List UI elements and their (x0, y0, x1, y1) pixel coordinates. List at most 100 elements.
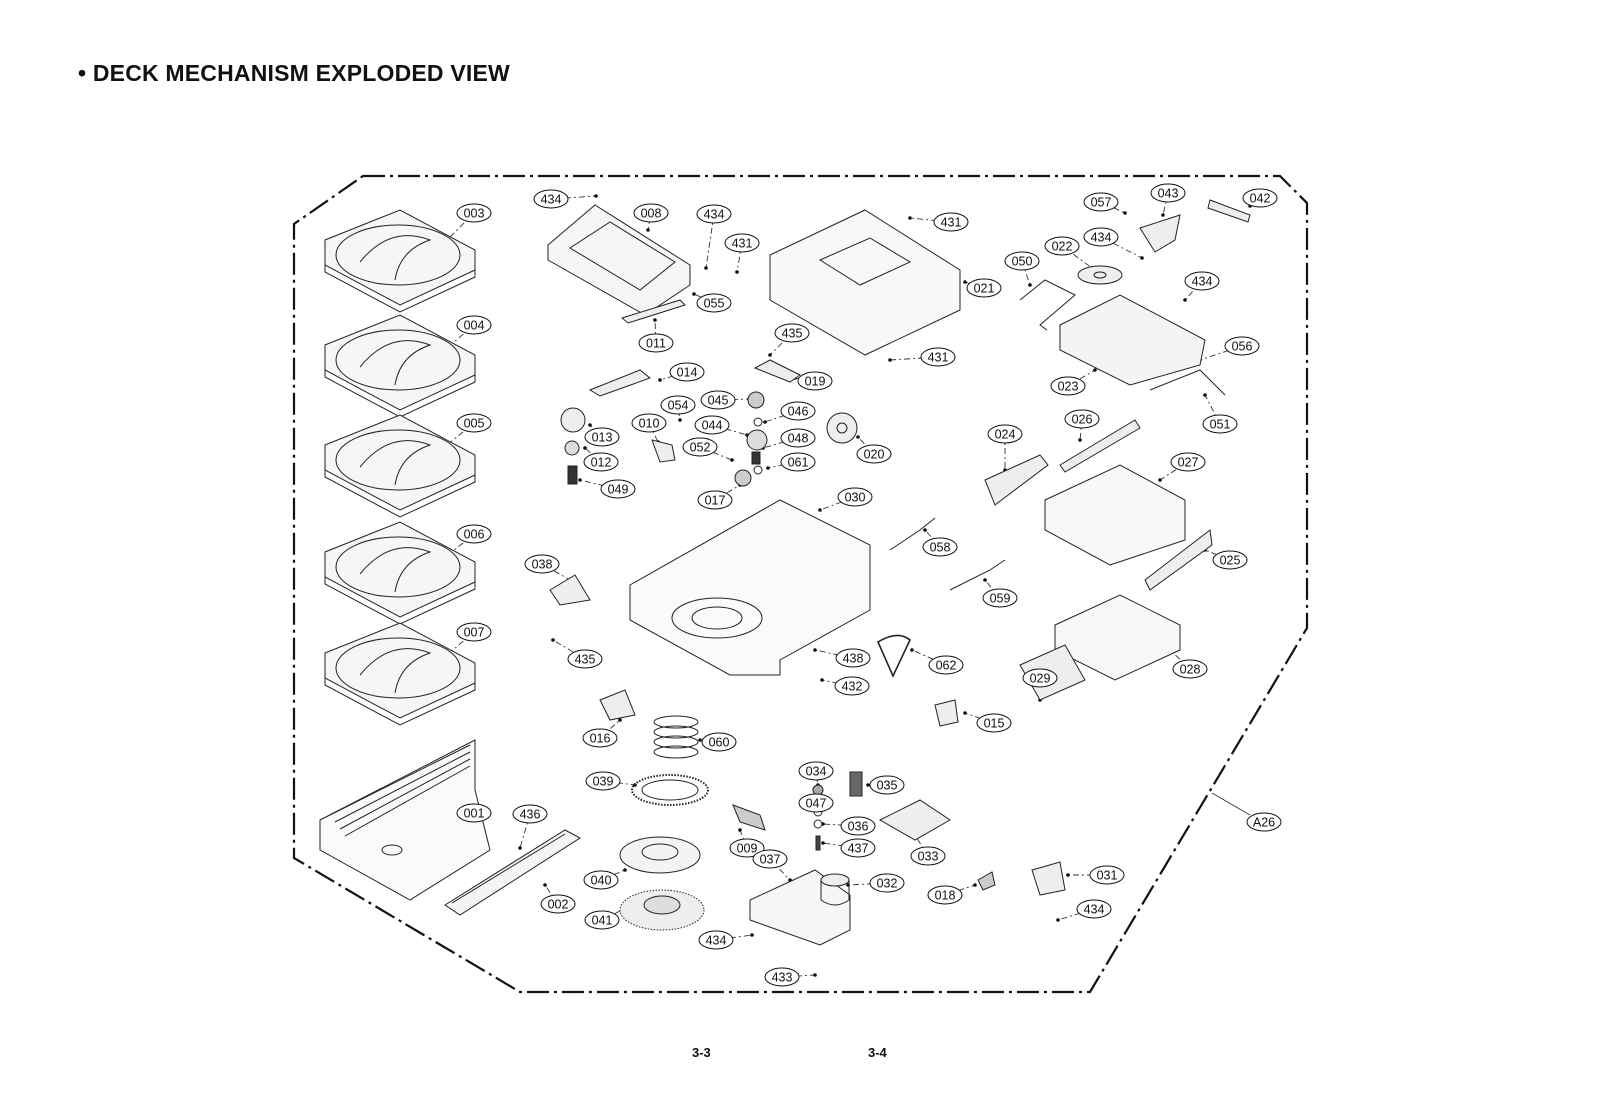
callout-label: 438 (843, 652, 864, 666)
callout-label: 434 (1192, 275, 1213, 289)
callout-036: 036 (840, 816, 876, 836)
callout-oval (729, 838, 765, 858)
callout-013: 013 (584, 427, 620, 447)
rack-026 (1059, 419, 1141, 473)
assembly-label: A26 (1253, 816, 1275, 830)
callout-007: 007 (456, 622, 492, 642)
leader-dot (813, 973, 817, 977)
callout-oval (701, 732, 737, 752)
callout-431: 431 (724, 233, 760, 253)
callout-label: 060 (709, 736, 730, 750)
callout-label: 025 (1220, 554, 1241, 568)
callout-oval (798, 793, 834, 813)
callout-label: 011 (646, 337, 666, 351)
pulley-020 (826, 412, 858, 444)
callout-label: 061 (788, 456, 809, 470)
leader-dot (730, 458, 734, 462)
callout-oval (697, 490, 733, 510)
cam-040 (619, 836, 701, 874)
callout-label: 054 (668, 399, 689, 413)
callout-044: 044 (694, 415, 730, 435)
callout-oval (583, 870, 619, 890)
leader-dot (1056, 918, 1060, 922)
callout-041: 041 (584, 910, 620, 930)
lever-016 (599, 689, 636, 721)
callout-027: 027 (1170, 452, 1206, 472)
callout-label: 034 (806, 765, 827, 779)
disc-tray-005 (324, 414, 476, 518)
leader-dot (1203, 393, 1207, 397)
leader-dot (821, 841, 825, 845)
callout-label: 436 (520, 808, 541, 822)
top-cover-021 (769, 209, 961, 356)
callout-434: 434 (696, 204, 732, 224)
callout-label: 431 (941, 216, 962, 230)
callout-021: 021 (966, 278, 1002, 298)
callout-label: 030 (845, 491, 866, 505)
callout-oval (1050, 376, 1086, 396)
leader-line (814, 649, 854, 659)
callout-035: 035 (869, 775, 905, 795)
callout-oval (1212, 550, 1248, 570)
disc-tray-003 (324, 209, 476, 313)
callout-oval (928, 655, 964, 675)
callout-061: 061 (780, 452, 816, 472)
callout-label: 435 (782, 327, 803, 341)
callout-oval (835, 648, 871, 668)
callout-oval (837, 487, 873, 507)
main-chassis-030 (629, 499, 871, 676)
washer-036 (813, 819, 823, 829)
callout-017: 017 (697, 490, 733, 510)
callout-label: 432 (842, 680, 863, 694)
callout-oval (856, 444, 892, 464)
leader-line (762, 437, 799, 449)
leader-line (711, 424, 748, 436)
callout-oval (456, 413, 492, 433)
callout-label: 032 (877, 877, 898, 891)
callout-432: 432 (834, 676, 870, 696)
callout-label: 016 (590, 732, 611, 746)
callout-049: 049 (600, 479, 636, 499)
page-number-right: 3-4 (868, 1045, 887, 1060)
leader-dot (588, 423, 592, 427)
washer-046 (753, 417, 763, 427)
traverse-023 (1059, 265, 1206, 386)
leader-dot (856, 435, 860, 439)
spring-wire-050 (1019, 279, 1076, 331)
leader-dot (678, 418, 682, 422)
assembly-label-group: A26 (1211, 792, 1282, 832)
callout-oval (582, 728, 618, 748)
callout-oval (869, 775, 905, 795)
leader-dot (738, 828, 742, 832)
gear-013 (560, 407, 586, 433)
leader-line (715, 934, 753, 941)
callout-oval (584, 427, 620, 447)
callout-label: 010 (639, 417, 660, 431)
callout-label: 017 (705, 494, 726, 508)
page-number-left: 3-3 (692, 1045, 711, 1060)
leader-dot (818, 508, 822, 512)
leader-line (847, 882, 888, 886)
callout-031: 031 (1089, 865, 1125, 885)
callout-oval (1022, 668, 1058, 688)
spring-049 (567, 465, 578, 485)
leader-dot (820, 678, 824, 682)
callout-oval (638, 333, 674, 353)
callout-label: 043 (1158, 187, 1179, 201)
callout-oval (966, 278, 1002, 298)
callout-435: 435 (774, 323, 810, 343)
callout-434: 434 (533, 189, 569, 209)
callout-oval (540, 894, 576, 914)
callout-434: 434 (698, 930, 734, 950)
callout-055: 055 (696, 293, 732, 313)
callout-label: 008 (641, 207, 662, 221)
callout-label: 434 (1091, 231, 1112, 245)
leader-dot (1140, 256, 1144, 260)
leader-dot (908, 216, 912, 220)
callout-label: 433 (772, 971, 793, 985)
callout-oval (1089, 865, 1125, 885)
callout-059: 059 (982, 588, 1018, 608)
pcb-037 (749, 869, 851, 946)
callout-label: 007 (464, 626, 485, 640)
